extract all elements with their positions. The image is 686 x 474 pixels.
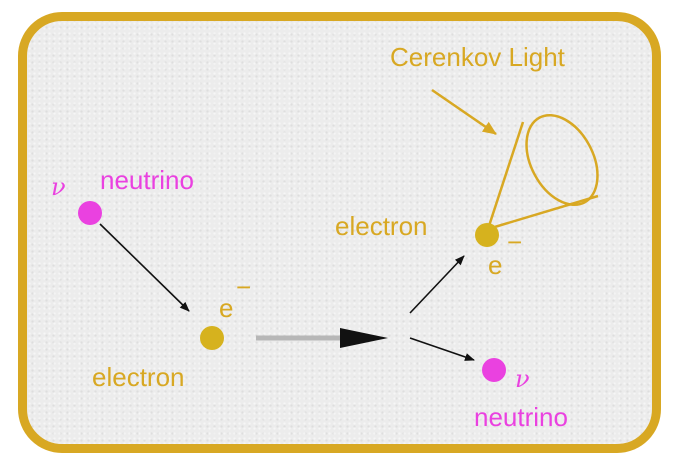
- electron-target-label: electron: [92, 362, 185, 392]
- neutrino-out-label: neutrino: [474, 402, 568, 432]
- neutrino-out-dot: [482, 358, 506, 382]
- neutrino-in-arrow: [99, 223, 190, 312]
- electron-target-symbol: e: [219, 293, 233, 323]
- cerenkov-cone: [486, 113, 599, 231]
- neutrino-out-arrow: [409, 337, 475, 361]
- neutrino-in-label: neutrino: [100, 165, 194, 195]
- electron-scattered-minus: −: [507, 227, 522, 257]
- diagram-panel: [18, 12, 661, 453]
- electron-scattered-label: electron: [335, 211, 428, 241]
- neutrino-in-dot: [78, 201, 102, 225]
- electron-target-minus: −: [236, 272, 251, 302]
- electron-scattered-symbol: e: [488, 250, 502, 280]
- electron-out-arrow: [409, 255, 465, 314]
- collision-arrowhead: [340, 328, 388, 348]
- electron-target-dot: [200, 326, 224, 350]
- neutrino-out-symbol: ν: [515, 365, 530, 393]
- neutrino-in-symbol: ν: [51, 173, 66, 201]
- cerenkov-pointer-arrow: [431, 88, 497, 136]
- electron-scattered-dot: [475, 223, 499, 247]
- cerenkov-label: Cerenkov Light: [390, 42, 566, 72]
